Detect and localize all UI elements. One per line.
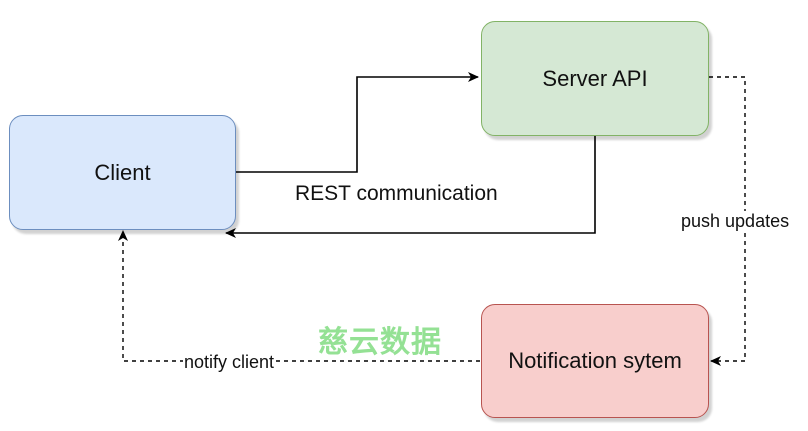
rest-communication-label: REST communication [295,182,498,205]
watermark: 慈云数据 [318,325,442,360]
server-api-node-label: Server API [542,65,648,91]
notify-client-label: notify client [183,352,276,372]
edge-server-to-client [225,136,596,238]
push-updates-label: push updates [681,211,790,231]
client-node[interactable]: Client [9,115,236,230]
notification-system-node-label: Notification sytem [508,348,682,373]
edge-client-to-server [236,72,479,173]
edge-notify-client [118,230,480,362]
client-node-label: Client [94,159,151,185]
server-api-node[interactable]: Server API [481,21,709,136]
notification-system-node[interactable]: Notification sytem [481,304,709,418]
